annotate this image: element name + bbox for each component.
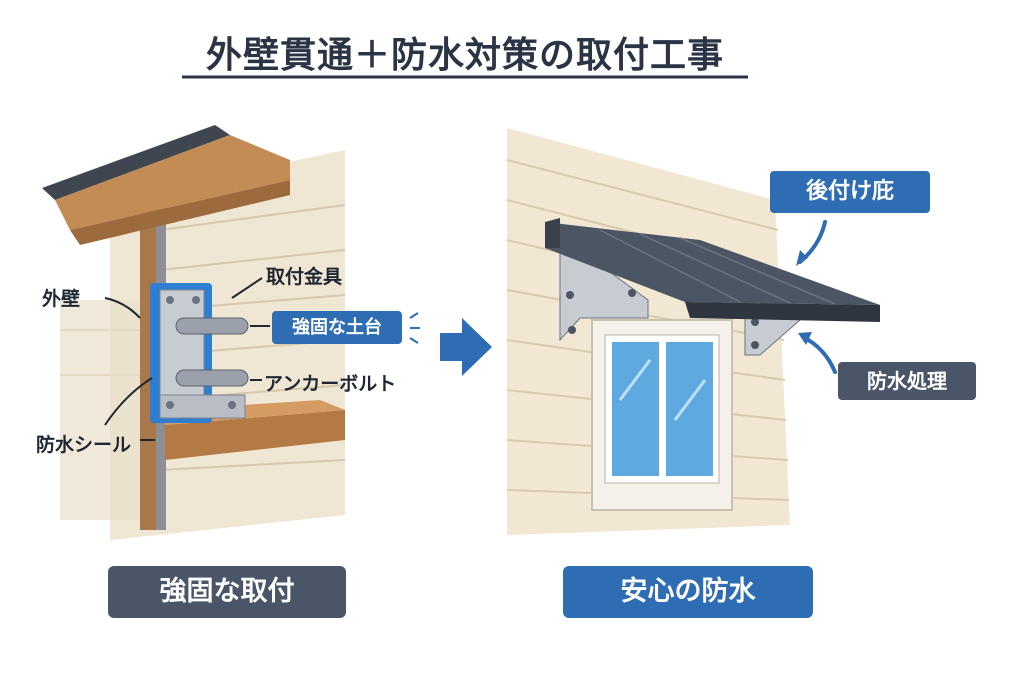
right-wall-illustration — [506, 128, 880, 535]
caption-strong-mounting: 強固な取付 — [108, 566, 346, 618]
page-title: 外壁貫通＋防水対策の取付工事 — [205, 35, 724, 76]
label-waterproofing: 防水処理 — [838, 362, 976, 400]
transition-arrow — [440, 318, 492, 376]
label-strong-base: 強固な土台 — [272, 311, 402, 344]
label-retrofit-awning: 後付け庇 — [770, 171, 930, 213]
label-anchor-bolt: アンカーボルト — [264, 373, 397, 395]
caption-safe-waterproofing: 安心の防水 — [563, 566, 813, 618]
left-wall-illustration — [42, 125, 420, 540]
label-wall: 外壁 — [42, 288, 81, 310]
label-waterproof-seal: 防水シール — [36, 434, 132, 456]
label-bracket: 取付金具 — [266, 266, 343, 288]
